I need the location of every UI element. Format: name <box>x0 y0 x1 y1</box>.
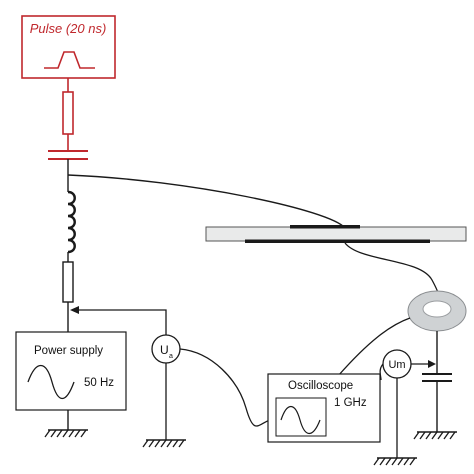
oscilloscope-sine-icon <box>280 405 321 435</box>
ground-symbol-capacitor <box>413 431 457 440</box>
inductor-coil <box>67 190 76 254</box>
voltmeter-ua-symbol: U <box>160 343 169 357</box>
toroid-inner <box>422 300 452 318</box>
pulse-resistor <box>62 91 74 135</box>
pulse-generator-label: Pulse (20 ns) <box>30 21 107 36</box>
oscilloscope-screen <box>275 397 327 437</box>
supply-branch <box>62 159 346 332</box>
ua-to-scope-wire <box>179 348 271 427</box>
pulse-generator-box <box>21 15 116 79</box>
um-to-scope-wire <box>379 363 384 381</box>
lower-electrode <box>245 239 430 243</box>
voltmeter-ua-subscript: a <box>169 353 173 360</box>
pulse-generator: Pulse (20 ns) <box>21 15 116 160</box>
supply-resistor <box>62 261 74 303</box>
current-probe <box>337 290 467 377</box>
electrode-assembly <box>205 225 467 307</box>
sine-wave-icon <box>27 364 75 400</box>
power-supply-frequency: 50 Hz <box>84 377 114 389</box>
voltmeter-ua: U a <box>70 306 271 440</box>
power-supply-box <box>15 331 127 411</box>
um-sense-arrow-icon <box>428 360 436 368</box>
oscilloscope: Oscilloscope 1 GHz <box>267 373 381 443</box>
power-supply-label: Power supply <box>34 345 103 357</box>
ground-symbol-supply <box>44 429 88 438</box>
power-supply: Power supply 50 Hz <box>15 331 127 430</box>
voltmeter-um-label: Um <box>388 359 405 371</box>
voltmeter-um: Um <box>379 349 436 458</box>
probe-to-scope-wire <box>337 317 411 377</box>
upper-electrode <box>290 225 360 229</box>
oscilloscope-label: Oscilloscope <box>288 380 353 392</box>
pulse-waveform-icon <box>44 51 95 69</box>
ua-sense-wire <box>76 309 167 335</box>
measuring-capacitor-branch <box>422 331 452 432</box>
ground-symbol-ua <box>142 439 186 448</box>
dielectric-plate <box>205 226 467 242</box>
ua-sense-arrow-icon <box>70 306 79 314</box>
ground-symbol-um <box>373 457 417 466</box>
oscilloscope-bandwidth: 1 GHz <box>334 397 367 409</box>
hv-lead-wire <box>67 174 346 229</box>
